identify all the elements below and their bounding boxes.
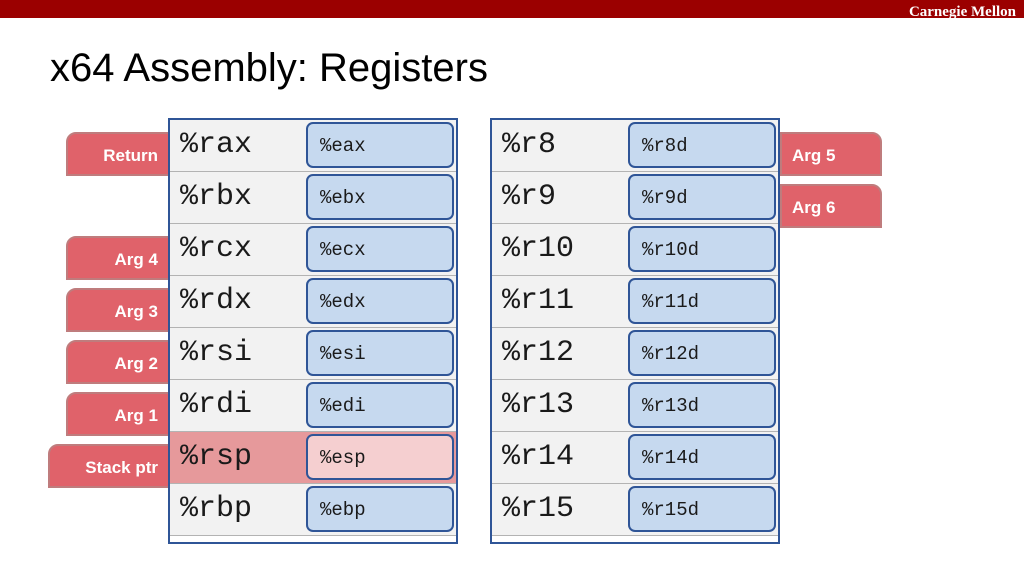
register-row-highlighted: %rsp %esp xyxy=(170,432,456,484)
register-32-text: %ecx xyxy=(320,239,366,261)
register-64: %rcx xyxy=(180,232,253,266)
register-64: %rbp xyxy=(180,492,253,526)
register-32-text: %eax xyxy=(320,135,366,157)
label-arg5-text: Arg 5 xyxy=(792,146,836,165)
register-32-text: %esp xyxy=(320,447,366,469)
register-64: %rdx xyxy=(180,284,253,318)
label-arg6-text: Arg 6 xyxy=(792,198,836,217)
label-arg2-text: Arg 2 xyxy=(114,354,158,373)
register-row: %r14 %r14d xyxy=(492,432,778,484)
label-return-text: Return xyxy=(103,146,158,165)
register-32: %r15d xyxy=(628,486,776,532)
register-64: %r8 xyxy=(502,128,557,162)
register-row: %r15 %r15d xyxy=(492,484,778,536)
label-stack-ptr: Stack ptr xyxy=(48,444,170,488)
register-64: %r13 xyxy=(502,388,575,422)
register-32-text: %r15d xyxy=(642,499,700,521)
register-32-text: %r12d xyxy=(642,343,700,365)
register-32-text: %r8d xyxy=(642,135,688,157)
register-32: %edx xyxy=(306,278,454,324)
register-32: %r12d xyxy=(628,330,776,376)
register-32-text: %r14d xyxy=(642,447,700,469)
register-row: %rdi %edi xyxy=(170,380,456,432)
register-row: %r9 %r9d xyxy=(492,172,778,224)
register-32: %r9d xyxy=(628,174,776,220)
register-row: %r11 %r11d xyxy=(492,276,778,328)
label-arg1-text: Arg 1 xyxy=(114,406,158,425)
register-row: %r10 %r10d xyxy=(492,224,778,276)
page-title: x64 Assembly: Registers xyxy=(50,46,488,90)
label-arg3-text: Arg 3 xyxy=(114,302,158,321)
label-arg1: Arg 1 xyxy=(66,392,170,436)
register-32: %r10d xyxy=(628,226,776,272)
register-row: %rbp %ebp xyxy=(170,484,456,536)
register-64: %rsp xyxy=(180,440,253,474)
register-64: %r10 xyxy=(502,232,575,266)
register-64: %r14 xyxy=(502,440,575,474)
label-arg2: Arg 2 xyxy=(66,340,170,384)
register-32: %r14d xyxy=(628,434,776,480)
register-32: %esp xyxy=(306,434,454,480)
register-32-text: %r11d xyxy=(642,291,700,313)
register-64: %r15 xyxy=(502,492,575,526)
register-row: %rsi %esi xyxy=(170,328,456,380)
register-64: %r9 xyxy=(502,180,557,214)
brand-name: Carnegie Mellon xyxy=(908,4,1016,20)
register-32: %r13d xyxy=(628,382,776,428)
label-stack-ptr-text: Stack ptr xyxy=(85,458,158,477)
header-bar: Carnegie Mellon xyxy=(0,0,1024,20)
label-arg5: Arg 5 xyxy=(780,132,882,176)
register-32-text: %r9d xyxy=(642,187,688,209)
register-32: %eax xyxy=(306,122,454,168)
register-32-text: %r10d xyxy=(642,239,700,261)
label-arg3: Arg 3 xyxy=(66,288,170,332)
register-32-text: %r13d xyxy=(642,395,700,417)
register-32: %r11d xyxy=(628,278,776,324)
register-64: %rdi xyxy=(180,388,253,422)
register-row: %rcx %ecx xyxy=(170,224,456,276)
register-32-text: %edi xyxy=(320,395,366,417)
register-32: %ebp xyxy=(306,486,454,532)
register-32-text: %ebp xyxy=(320,499,366,521)
register-32-text: %esi xyxy=(320,343,366,365)
label-return: Return xyxy=(66,132,170,176)
register-row: %r13 %r13d xyxy=(492,380,778,432)
register-64: %rsi xyxy=(180,336,253,370)
register-32: %esi xyxy=(306,330,454,376)
label-arg4: Arg 4 xyxy=(66,236,170,280)
register-row: %rdx %edx xyxy=(170,276,456,328)
register-32: %ebx xyxy=(306,174,454,220)
register-row: %r12 %r12d xyxy=(492,328,778,380)
register-64: %rax xyxy=(180,128,253,162)
register-32-text: %ebx xyxy=(320,187,366,209)
register-64: %r11 xyxy=(502,284,575,318)
label-arg4-text: Arg 4 xyxy=(114,250,158,269)
register-64: %r12 xyxy=(502,336,575,370)
register-row: %rbx %ebx xyxy=(170,172,456,224)
register-row: %rax %eax xyxy=(170,120,456,172)
register-32: %ecx xyxy=(306,226,454,272)
register-32-text: %edx xyxy=(320,291,366,313)
register-bank-right: %r8 %r8d %r9 %r9d %r10 %r10d %r11 %r11d %r12… xyxy=(490,118,780,544)
register-bank-left: %rax %eax %rbx %ebx %rcx %ecx %rdx %edx %rsi… xyxy=(168,118,458,544)
label-arg6: Arg 6 xyxy=(780,184,882,228)
register-32: %r8d xyxy=(628,122,776,168)
register-64: %rbx xyxy=(180,180,253,214)
register-row: %r8 %r8d xyxy=(492,120,778,172)
register-32: %edi xyxy=(306,382,454,428)
